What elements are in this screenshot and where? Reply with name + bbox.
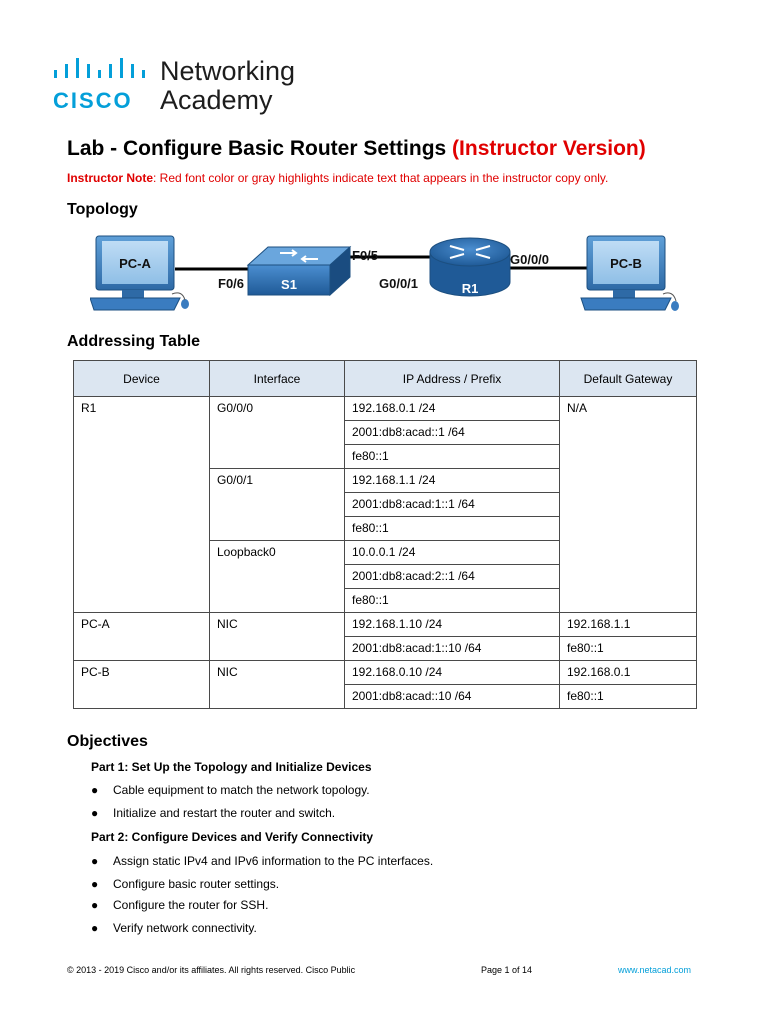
cell-interface-pca: NIC [209, 612, 345, 661]
table-row: R1 G0/0/0 192.168.0.1 /24 N/A [73, 396, 697, 613]
cell-ip: 192.168.0.10 /24 [344, 660, 560, 685]
bullet-icon: ● [91, 783, 99, 797]
instructor-note: Instructor Note: Red font color or gray … [67, 171, 608, 185]
port-g000-label: G0/0/0 [510, 252, 549, 267]
port-f05-label: F0/5 [352, 248, 378, 263]
table-row: Loopback0 10.0.0.1 /24 [74, 540, 697, 613]
cell-gateway: 192.168.0.1 [559, 660, 697, 685]
page-title: Lab - Configure Basic Router Settings (I… [67, 137, 646, 161]
pc-a-icon [90, 235, 189, 311]
pc-a-label: PC-A [119, 256, 151, 271]
list-item: ● Cable equipment to match the network to… [91, 783, 370, 797]
cell-gateway: fe80::1 [559, 684, 697, 709]
cell-ip: 2001:db8:acad:2::1 /64 [344, 564, 560, 589]
objectives-heading: Objectives [67, 733, 148, 750]
list-item-text: Verify network connectivity. [113, 921, 257, 935]
cell-ip: 192.168.1.10 /24 [344, 612, 560, 637]
cell-ip: 2001:db8:acad:1::1 /64 [344, 492, 560, 517]
list-item: ● Configure the router for SSH. [91, 898, 268, 912]
footer-url-link[interactable]: www.netacad.com [618, 965, 692, 975]
topology-diagram: PC-A S1 F0/6 F0/5 R1 G0/0/1 G0/0/0 PC-B [90, 235, 679, 311]
cell-ip: 10.0.0.1 /24 [344, 540, 560, 565]
objectives-part-1: Part 1: Set Up the Topology and Initiali… [91, 760, 372, 774]
table-row: 2001:db8:acad:1::1 /64 [74, 492, 697, 517]
cell-interface-g000: G0/0/0 [209, 396, 345, 469]
table-row: 2001:db8:acad:1::10 /64 fe80::1 [74, 636, 697, 661]
table-row: PC-A NIC 192.168.1.10 /24 192.168.1.1 [73, 612, 697, 661]
cell-device-pca: PC-A [73, 612, 210, 661]
title-main: Lab - Configure Basic Router Settings [67, 137, 453, 160]
footer-copyright: © 2013 - 2019 Cisco and/or its affiliate… [67, 965, 356, 975]
list-item-text: Cable equipment to match the network top… [113, 783, 370, 797]
table-header-row: Device Interface IP Address / Prefix Def… [73, 360, 697, 397]
list-item: ● Initialize and restart the router and s… [91, 806, 335, 820]
cell-ip: fe80::1 [344, 444, 560, 469]
table-row: G0/0/1 192.168.1.1 /24 [74, 468, 697, 541]
list-item: ● Assign static IPv4 and IPv6 information… [91, 854, 433, 868]
cell-ip: 2001:db8:acad::10 /64 [344, 684, 560, 709]
topology-heading: Topology [67, 201, 138, 218]
list-item-text: Assign static IPv4 and IPv6 information … [113, 854, 434, 868]
cell-device-pcb: PC-B [73, 660, 210, 709]
column-header-default-gateway: Default Gateway [559, 360, 697, 397]
column-header-device: Device [73, 360, 210, 397]
pc-b-label: PC-B [610, 256, 642, 271]
logo-academy-text: Academy [160, 85, 273, 115]
list-item: ● Verify network connectivity. [91, 921, 257, 935]
router-r1-label: R1 [462, 281, 479, 296]
table-row: PC-B NIC 192.168.0.10 /24 192.168.0.1 [73, 660, 697, 709]
instructor-note-label: Instructor Note [67, 171, 154, 185]
addressing-table: Device Interface IP Address / Prefix Def… [73, 360, 697, 709]
cell-gateway: 192.168.1.1 [559, 612, 697, 637]
cell-ip: 192.168.0.1 /24 [344, 396, 560, 421]
list-item: ● Configure basic router settings. [91, 877, 279, 891]
pc-b-icon [580, 235, 679, 311]
bullet-icon: ● [91, 898, 99, 912]
footer-page-number: Page 1 of 14 [481, 965, 533, 975]
cell-interface-pcb: NIC [209, 660, 345, 709]
bullet-icon: ● [91, 806, 99, 820]
bullet-icon: ● [91, 921, 99, 935]
addressing-table-heading: Addressing Table [67, 333, 201, 350]
cell-ip: fe80::1 [344, 516, 560, 541]
cell-ip: 192.168.1.1 /24 [344, 468, 560, 493]
logo-networking-text: Networking [160, 56, 296, 86]
list-item-text: Initialize and restart the router and sw… [113, 806, 336, 820]
cisco-wordmark: CISCO [53, 88, 133, 113]
router-r1-icon [429, 237, 511, 297]
cisco-networking-academy-logo: CISCO Networking Academy [52, 56, 312, 118]
switch-s1-label: S1 [281, 277, 297, 292]
cell-ip: 2001:db8:acad::1 /64 [344, 420, 560, 445]
cell-gateway: fe80::1 [559, 636, 697, 661]
cell-interface-g001: G0/0/1 [209, 468, 345, 541]
bullet-icon: ● [91, 877, 99, 891]
bullet-icon: ● [91, 854, 99, 868]
port-f06-label: F0/6 [218, 276, 244, 291]
table-row: 2001:db8:acad::10 /64 fe80::1 [74, 684, 697, 709]
cell-gateway-r1: N/A [559, 396, 697, 613]
cisco-bars-icon [54, 58, 145, 78]
instructor-note-text: : Red font color or gray highlights indi… [153, 171, 609, 185]
list-item-text: Configure basic router settings. [113, 877, 280, 891]
cell-ip: fe80::1 [344, 588, 560, 613]
column-header-ip-address: IP Address / Prefix [344, 360, 560, 397]
objectives-part-2: Part 2: Configure Devices and Verify Con… [91, 830, 374, 844]
switch-s1-icon [246, 245, 352, 297]
title-instructor-version: (Instructor Version) [452, 137, 646, 160]
list-item-text: Configure the router for SSH. [113, 898, 269, 912]
port-g001-label: G0/0/1 [379, 276, 418, 291]
table-row: 2001:db8:acad::1 /64 [74, 420, 697, 445]
column-header-interface: Interface [209, 360, 345, 397]
cell-device-r1: R1 [73, 396, 210, 613]
cell-ip: 2001:db8:acad:1::10 /64 [344, 636, 560, 661]
cell-interface-loopback0: Loopback0 [209, 540, 345, 613]
table-row: fe80::1 [74, 444, 697, 469]
